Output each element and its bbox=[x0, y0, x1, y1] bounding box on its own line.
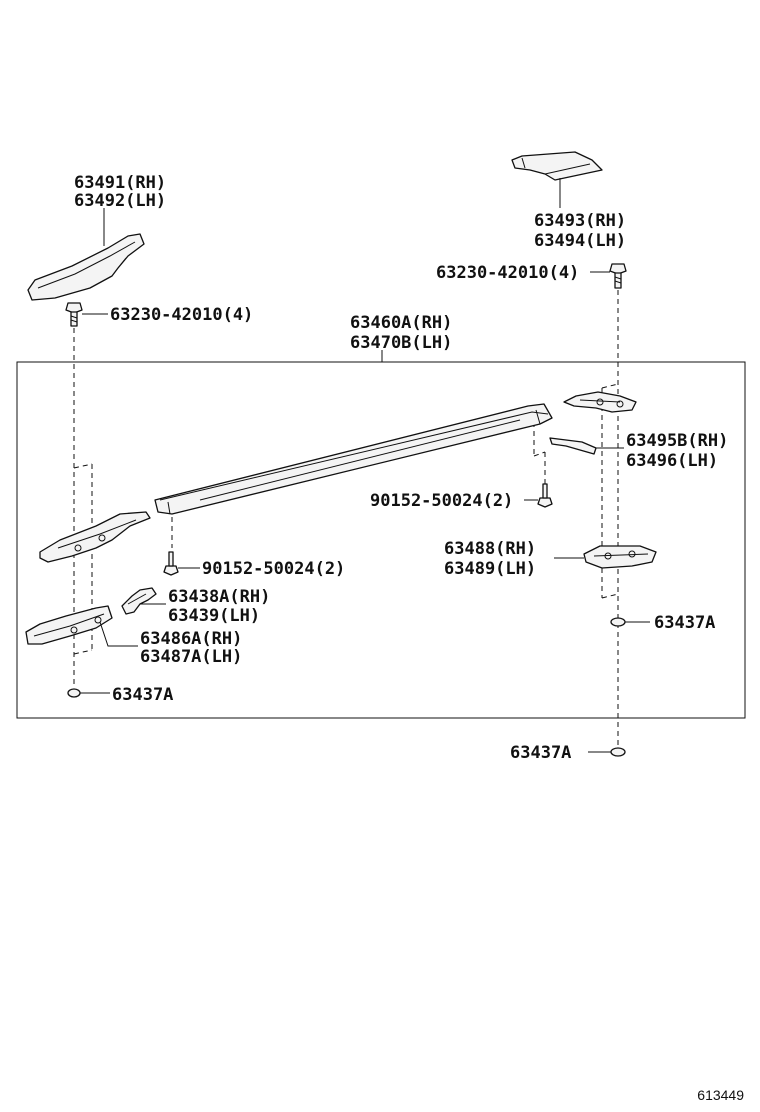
label-bolt-left: 63230-42010(4) bbox=[110, 305, 253, 325]
label-63437a-left: 63437A bbox=[112, 685, 173, 705]
label-63438a: 63438A(RH) bbox=[168, 587, 270, 607]
label-63489: 63489(LH) bbox=[444, 559, 536, 579]
label-63470b: 63470B(LH) bbox=[350, 333, 452, 353]
front-base-leader bbox=[99, 621, 138, 647]
rear-base-63488 bbox=[583, 545, 657, 569]
label-63494: 63494(LH) bbox=[534, 231, 626, 251]
pad-63437a-right-inner bbox=[610, 617, 626, 627]
label-63437a-right-inner: 63437A bbox=[654, 613, 715, 633]
label-63486a: 63486A(RH) bbox=[140, 629, 242, 649]
label-bolt-right: 63230-42010(4) bbox=[436, 263, 579, 283]
label-63491: 63491(RH) bbox=[74, 173, 166, 193]
rear-end-cover bbox=[511, 151, 603, 181]
label-screw-right: 90152-50024(2) bbox=[370, 491, 513, 511]
label-63488: 63488(RH) bbox=[444, 539, 536, 559]
rear-rail-bracket bbox=[563, 391, 637, 413]
right-guide-a bbox=[601, 383, 619, 389]
pad-63437a-right-outer bbox=[610, 747, 626, 757]
left-guide-c bbox=[73, 649, 93, 655]
bolt-right bbox=[609, 263, 627, 289]
pad-63437a-left bbox=[67, 688, 81, 698]
label-63460a: 63460A(RH) bbox=[350, 313, 452, 333]
label-63496: 63496(LH) bbox=[626, 451, 718, 471]
screw-right bbox=[537, 483, 553, 508]
rail-rear-guide-b bbox=[533, 451, 546, 457]
label-63437a-right-outer: 63437A bbox=[510, 743, 571, 763]
front-base-63486a bbox=[25, 605, 113, 645]
clip-63438a bbox=[121, 587, 157, 615]
label-63492: 63492(LH) bbox=[74, 191, 166, 211]
front-rail-bracket bbox=[39, 511, 151, 563]
screw-left bbox=[163, 551, 179, 576]
label-63487a: 63487A(LH) bbox=[140, 647, 242, 667]
label-63493: 63493(RH) bbox=[534, 211, 626, 231]
right-guide-c bbox=[601, 593, 619, 599]
label-63439: 63439(LH) bbox=[168, 606, 260, 626]
clip-63495b bbox=[549, 437, 597, 455]
label-63495b: 63495B(RH) bbox=[626, 431, 728, 451]
bolt-left bbox=[65, 302, 83, 327]
roof-rail bbox=[154, 403, 553, 515]
label-screw-left: 90152-50024(2) bbox=[202, 559, 345, 579]
catalog-number: 613449 bbox=[697, 1087, 744, 1103]
front-end-cover bbox=[27, 233, 145, 301]
left-guide-a bbox=[73, 463, 93, 469]
assembly-frame bbox=[16, 361, 746, 719]
